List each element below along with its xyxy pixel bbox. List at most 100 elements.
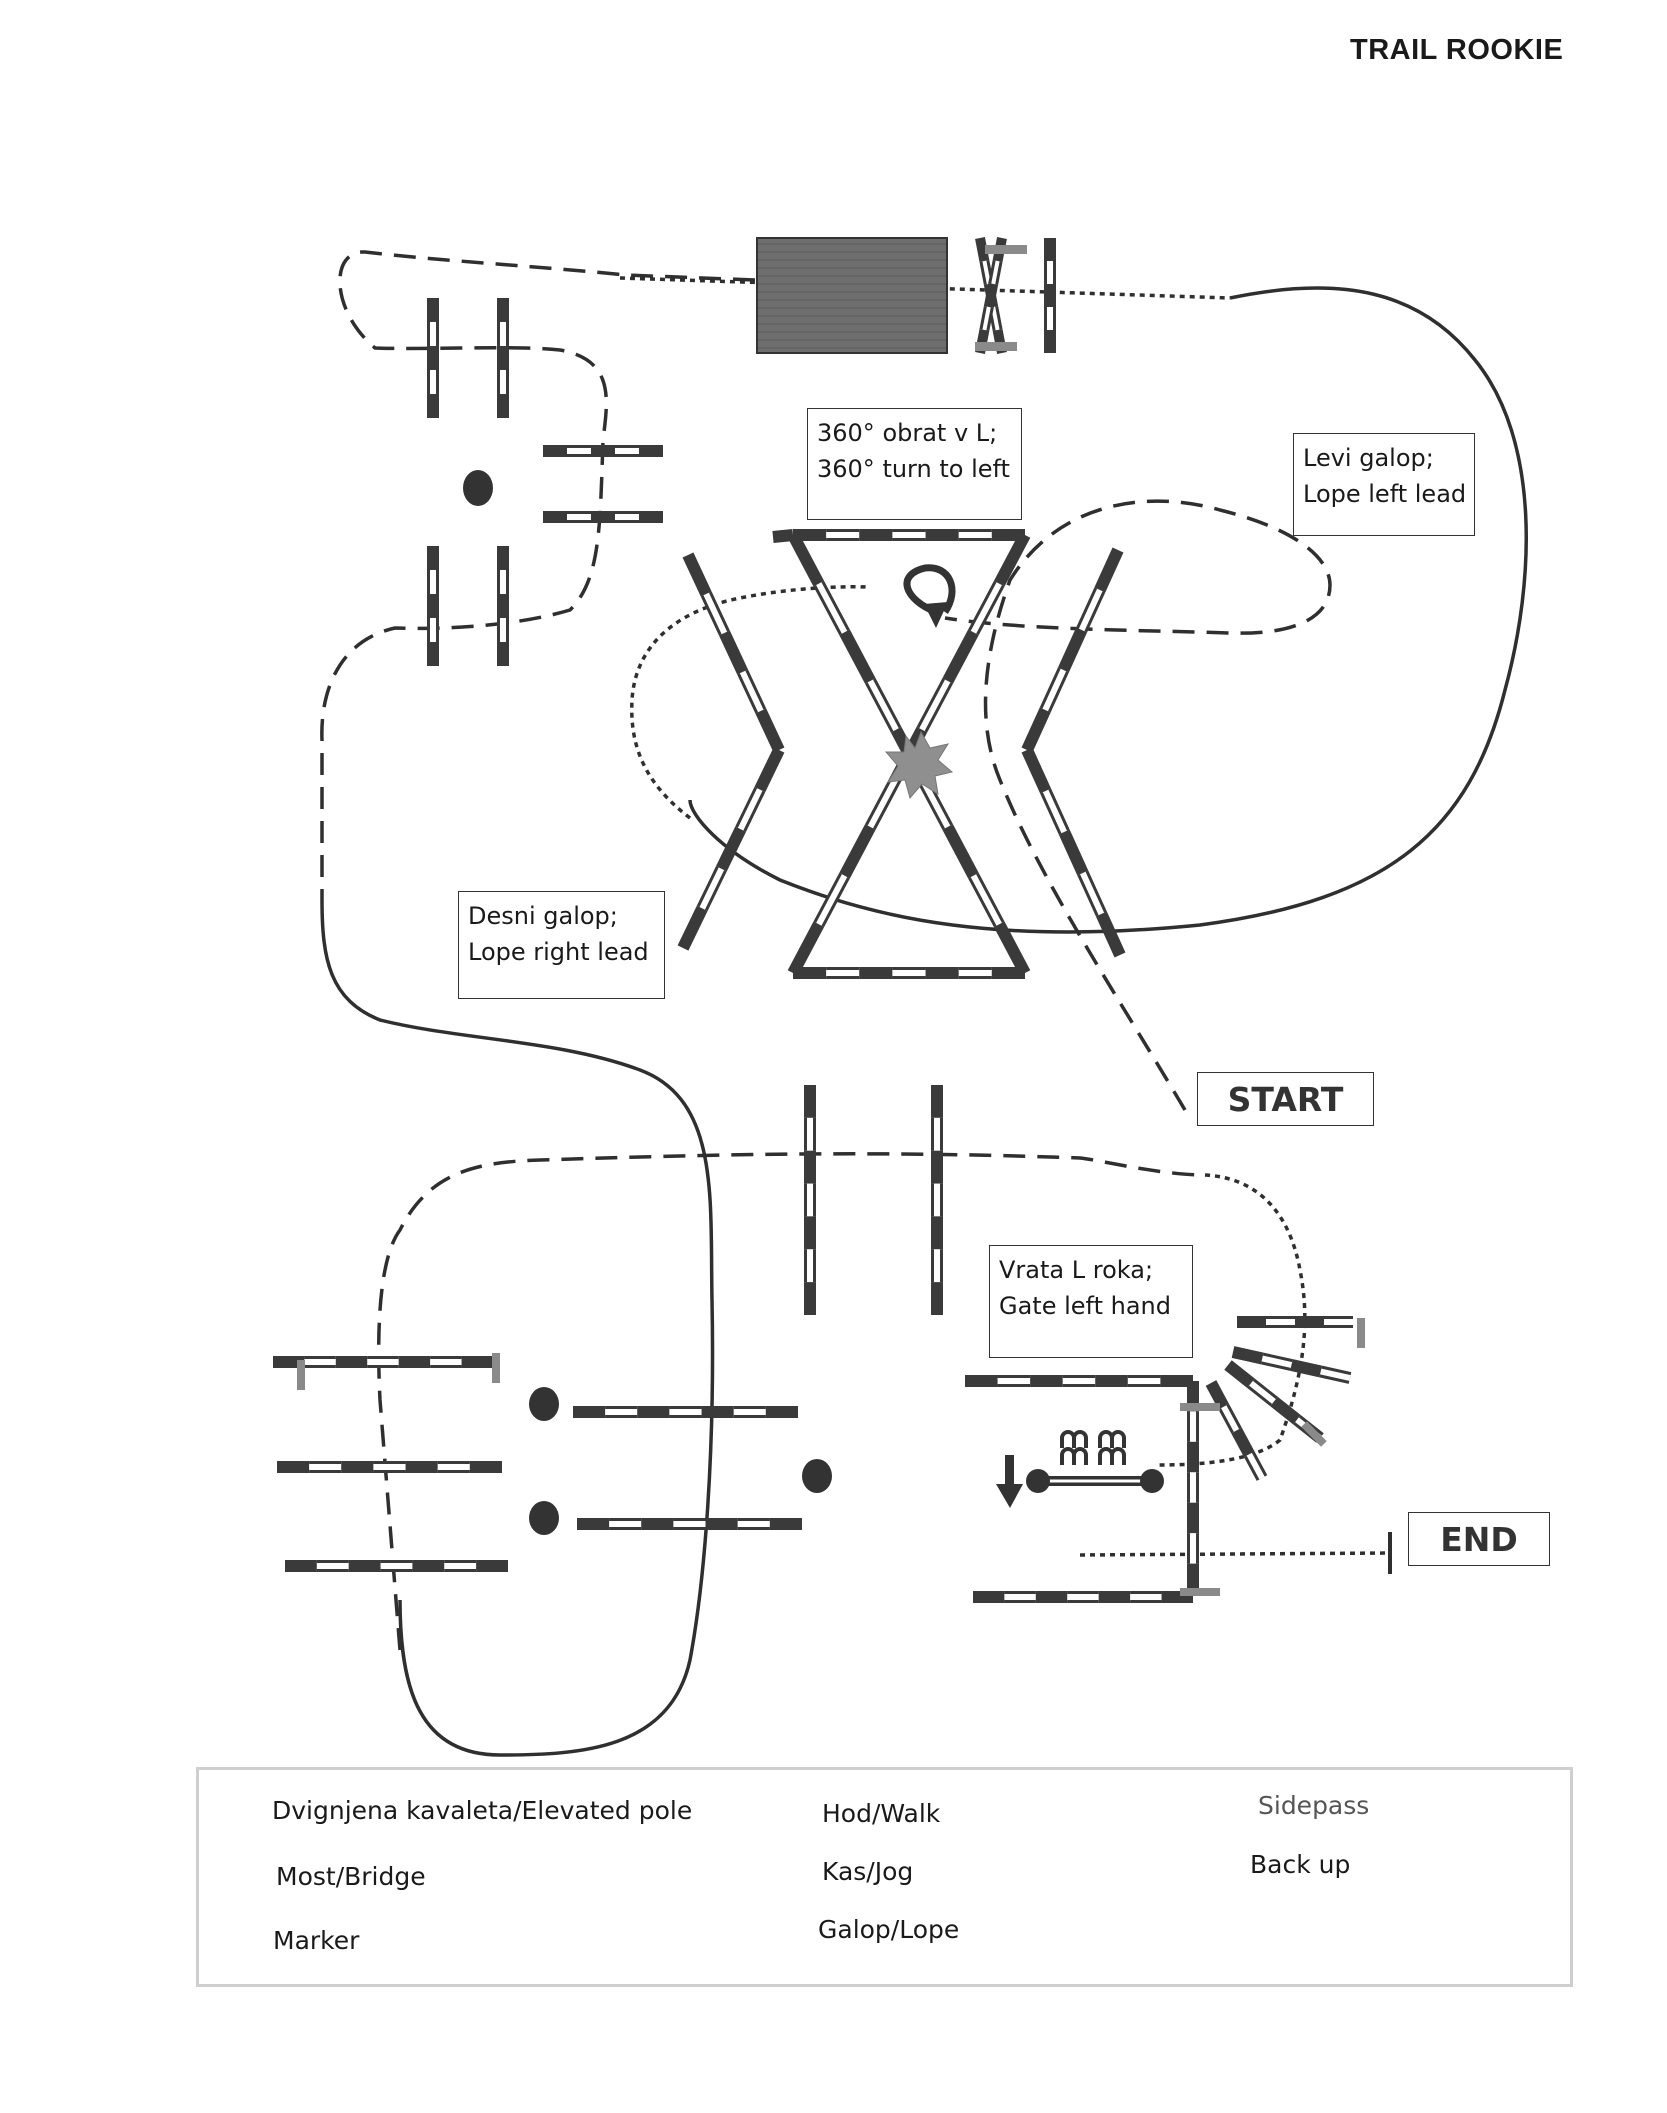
pole-segment	[755, 708, 785, 753]
pole	[1231, 1346, 1352, 1384]
pole-stripe	[970, 874, 1002, 926]
pole-segment	[787, 921, 825, 976]
pole-segment	[942, 629, 979, 684]
elevated-post	[1180, 1403, 1220, 1411]
pole-stripe	[1249, 1380, 1276, 1404]
note-gate: Vrata L roka; Gate left hand	[989, 1245, 1193, 1358]
legend-lope: Galop/Lope	[818, 1915, 960, 1944]
sidepass-icon	[1060, 1430, 1126, 1465]
pole-segment	[1058, 829, 1089, 876]
pole-segment	[1270, 1396, 1301, 1425]
pole	[1021, 747, 1126, 958]
pole-stripe	[982, 260, 991, 285]
pole-stripe	[982, 306, 991, 331]
pole-stripe	[1042, 789, 1067, 834]
pole	[772, 529, 794, 543]
pole-stripe	[991, 306, 1000, 331]
note-turn: 360° obrat v L; 360° turn to left	[807, 408, 1022, 520]
pole-stripe	[991, 260, 1000, 285]
pole-stripe	[816, 874, 848, 926]
note-right-lead-line1: Desni galop;	[468, 902, 618, 930]
pole-stripe	[970, 582, 1002, 634]
pole-segment	[1021, 747, 1052, 794]
jog-path-bottom-loop	[376, 1152, 1206, 1651]
pole-segment	[1021, 707, 1051, 753]
back-up-pole	[1026, 1469, 1164, 1493]
pole-segment	[1057, 627, 1088, 673]
pole-stripe	[1320, 1368, 1351, 1381]
walk-path-bridge	[619, 276, 1231, 300]
note-left-lead: Levi galop; Lope left lead	[1293, 433, 1475, 536]
marker-icon	[529, 1501, 559, 1535]
back-up-arrow-icon	[996, 1455, 1023, 1508]
lope-path-lower	[320, 899, 715, 1757]
elevated-post	[975, 342, 1017, 351]
pole-stripe	[1078, 588, 1103, 632]
turn-left-arrow-icon	[903, 564, 956, 616]
pole-stripe	[1246, 1452, 1265, 1480]
pole-segment	[993, 532, 1031, 587]
note-right-lead: Desni galop; Lope right lead	[458, 891, 665, 999]
lope-path-right-lead	[688, 286, 1528, 934]
marker-icon	[463, 470, 493, 506]
jog-path-left-lead	[944, 499, 1332, 1111]
pole-segment	[1290, 1359, 1323, 1378]
legend	[196, 1767, 1573, 1987]
pole-stripe	[737, 788, 763, 831]
pole-stripe	[816, 582, 848, 634]
star-marker-icon	[884, 730, 954, 800]
pole-segment	[839, 629, 876, 684]
pole-segment	[1095, 911, 1126, 958]
pole-stripe	[1042, 668, 1067, 712]
pole-segment	[839, 824, 876, 879]
legend-jog: Kas/Jog	[822, 1857, 914, 1886]
elevated-post	[1357, 1318, 1365, 1348]
pole-segment	[716, 826, 746, 872]
note-gate-line1: Vrata L roka;	[999, 1256, 1154, 1284]
walk-path-end	[1079, 1551, 1391, 1557]
pole-stripe	[739, 670, 764, 713]
jog-path-top-loop	[320, 250, 756, 900]
note-left-lead-line1: Levi galop;	[1303, 444, 1434, 472]
pole-stripe	[867, 679, 899, 732]
legend-marker: Marker	[273, 1926, 360, 1955]
pole-stripe	[919, 679, 951, 732]
pole	[1021, 547, 1124, 753]
note-turn-line1: 360° obrat v L;	[817, 419, 998, 447]
pole-segment	[1231, 1346, 1264, 1365]
pole-stripe	[867, 776, 899, 829]
legend-walk: Hod/Walk	[822, 1799, 941, 1828]
walk-path-x-left	[630, 585, 869, 820]
pole-stripe	[703, 592, 728, 635]
note-turn-line2: 360° turn to left	[817, 455, 1010, 483]
pole-segment	[718, 630, 749, 675]
pole-segment	[772, 529, 794, 543]
note-left-lead-line2: Lope left lead	[1303, 480, 1467, 508]
elevated-post	[1180, 1588, 1220, 1596]
pole-segment	[1094, 547, 1124, 593]
pole-stripe	[699, 867, 725, 910]
walk-path-gate	[1154, 1173, 1307, 1467]
elevated-post	[297, 1360, 305, 1390]
legend-bridge: Most/Bridge	[276, 1862, 426, 1891]
pole-stripe	[1261, 1355, 1293, 1368]
legend-back-up: Back up	[1250, 1850, 1351, 1879]
pole-stripe	[1080, 871, 1105, 916]
note-right-lead-line2: Lope right lead	[468, 938, 649, 966]
pole-segment	[682, 552, 712, 597]
pole	[682, 552, 785, 753]
note-gate-line2: Gate left hand	[999, 1292, 1171, 1320]
marker-icon	[529, 1387, 559, 1421]
legend-sidepass: Sidepass	[1258, 1791, 1370, 1820]
marker-icon	[802, 1459, 832, 1493]
pole-segment	[787, 532, 825, 587]
pole-segment	[983, 283, 999, 308]
pole-stripe	[1221, 1405, 1240, 1432]
pole-segment	[993, 921, 1031, 976]
bridge	[756, 237, 948, 354]
start-label: START	[1197, 1072, 1374, 1126]
pole-segment	[1231, 1427, 1255, 1458]
pole-group	[273, 237, 1353, 1603]
pole-segment	[975, 237, 990, 262]
